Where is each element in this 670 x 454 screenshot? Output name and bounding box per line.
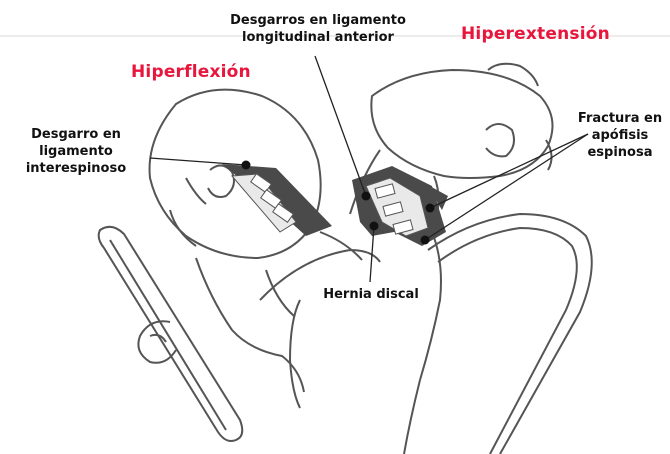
label-line: ligamento — [16, 143, 136, 160]
leader-anterior-ligament — [315, 56, 366, 196]
label-disc-herniation: Hernia discal — [316, 286, 426, 303]
dot-interspinous — [242, 161, 251, 170]
hyperflexion-figure — [150, 90, 362, 392]
leader-fracture-a — [430, 134, 588, 208]
leader-fracture-b — [425, 134, 588, 240]
label-spinous-fracture: Fractura en apófisis espinosa — [572, 110, 668, 161]
steering-wheel — [99, 227, 243, 441]
dot-anterior-ligament — [362, 192, 371, 201]
hyperflexion-title: Hiperflexión — [131, 62, 251, 82]
label-interspinous-tear: Desgarro en ligamento interespinoso — [16, 126, 136, 177]
dot-disc-herniation — [370, 222, 379, 231]
label-line: interespinoso — [16, 160, 136, 177]
leader-interspinous — [150, 158, 246, 165]
label-line: Desgarros en ligamento — [218, 12, 418, 29]
label-line: espinosa — [572, 144, 668, 161]
dot-fracture-a — [426, 204, 435, 213]
label-line: Fractura en — [572, 110, 668, 127]
label-line: longitudinal anterior — [218, 29, 418, 46]
dot-fracture-b — [421, 236, 430, 245]
hyperextension-title: Hiperextensión — [461, 24, 610, 44]
label-line: apófisis — [572, 127, 668, 144]
label-anterior-ligament-tear: Desgarros en ligamento longitudinal ante… — [218, 12, 418, 46]
label-line: Desgarro en — [16, 126, 136, 143]
flexion-spine — [222, 164, 332, 236]
